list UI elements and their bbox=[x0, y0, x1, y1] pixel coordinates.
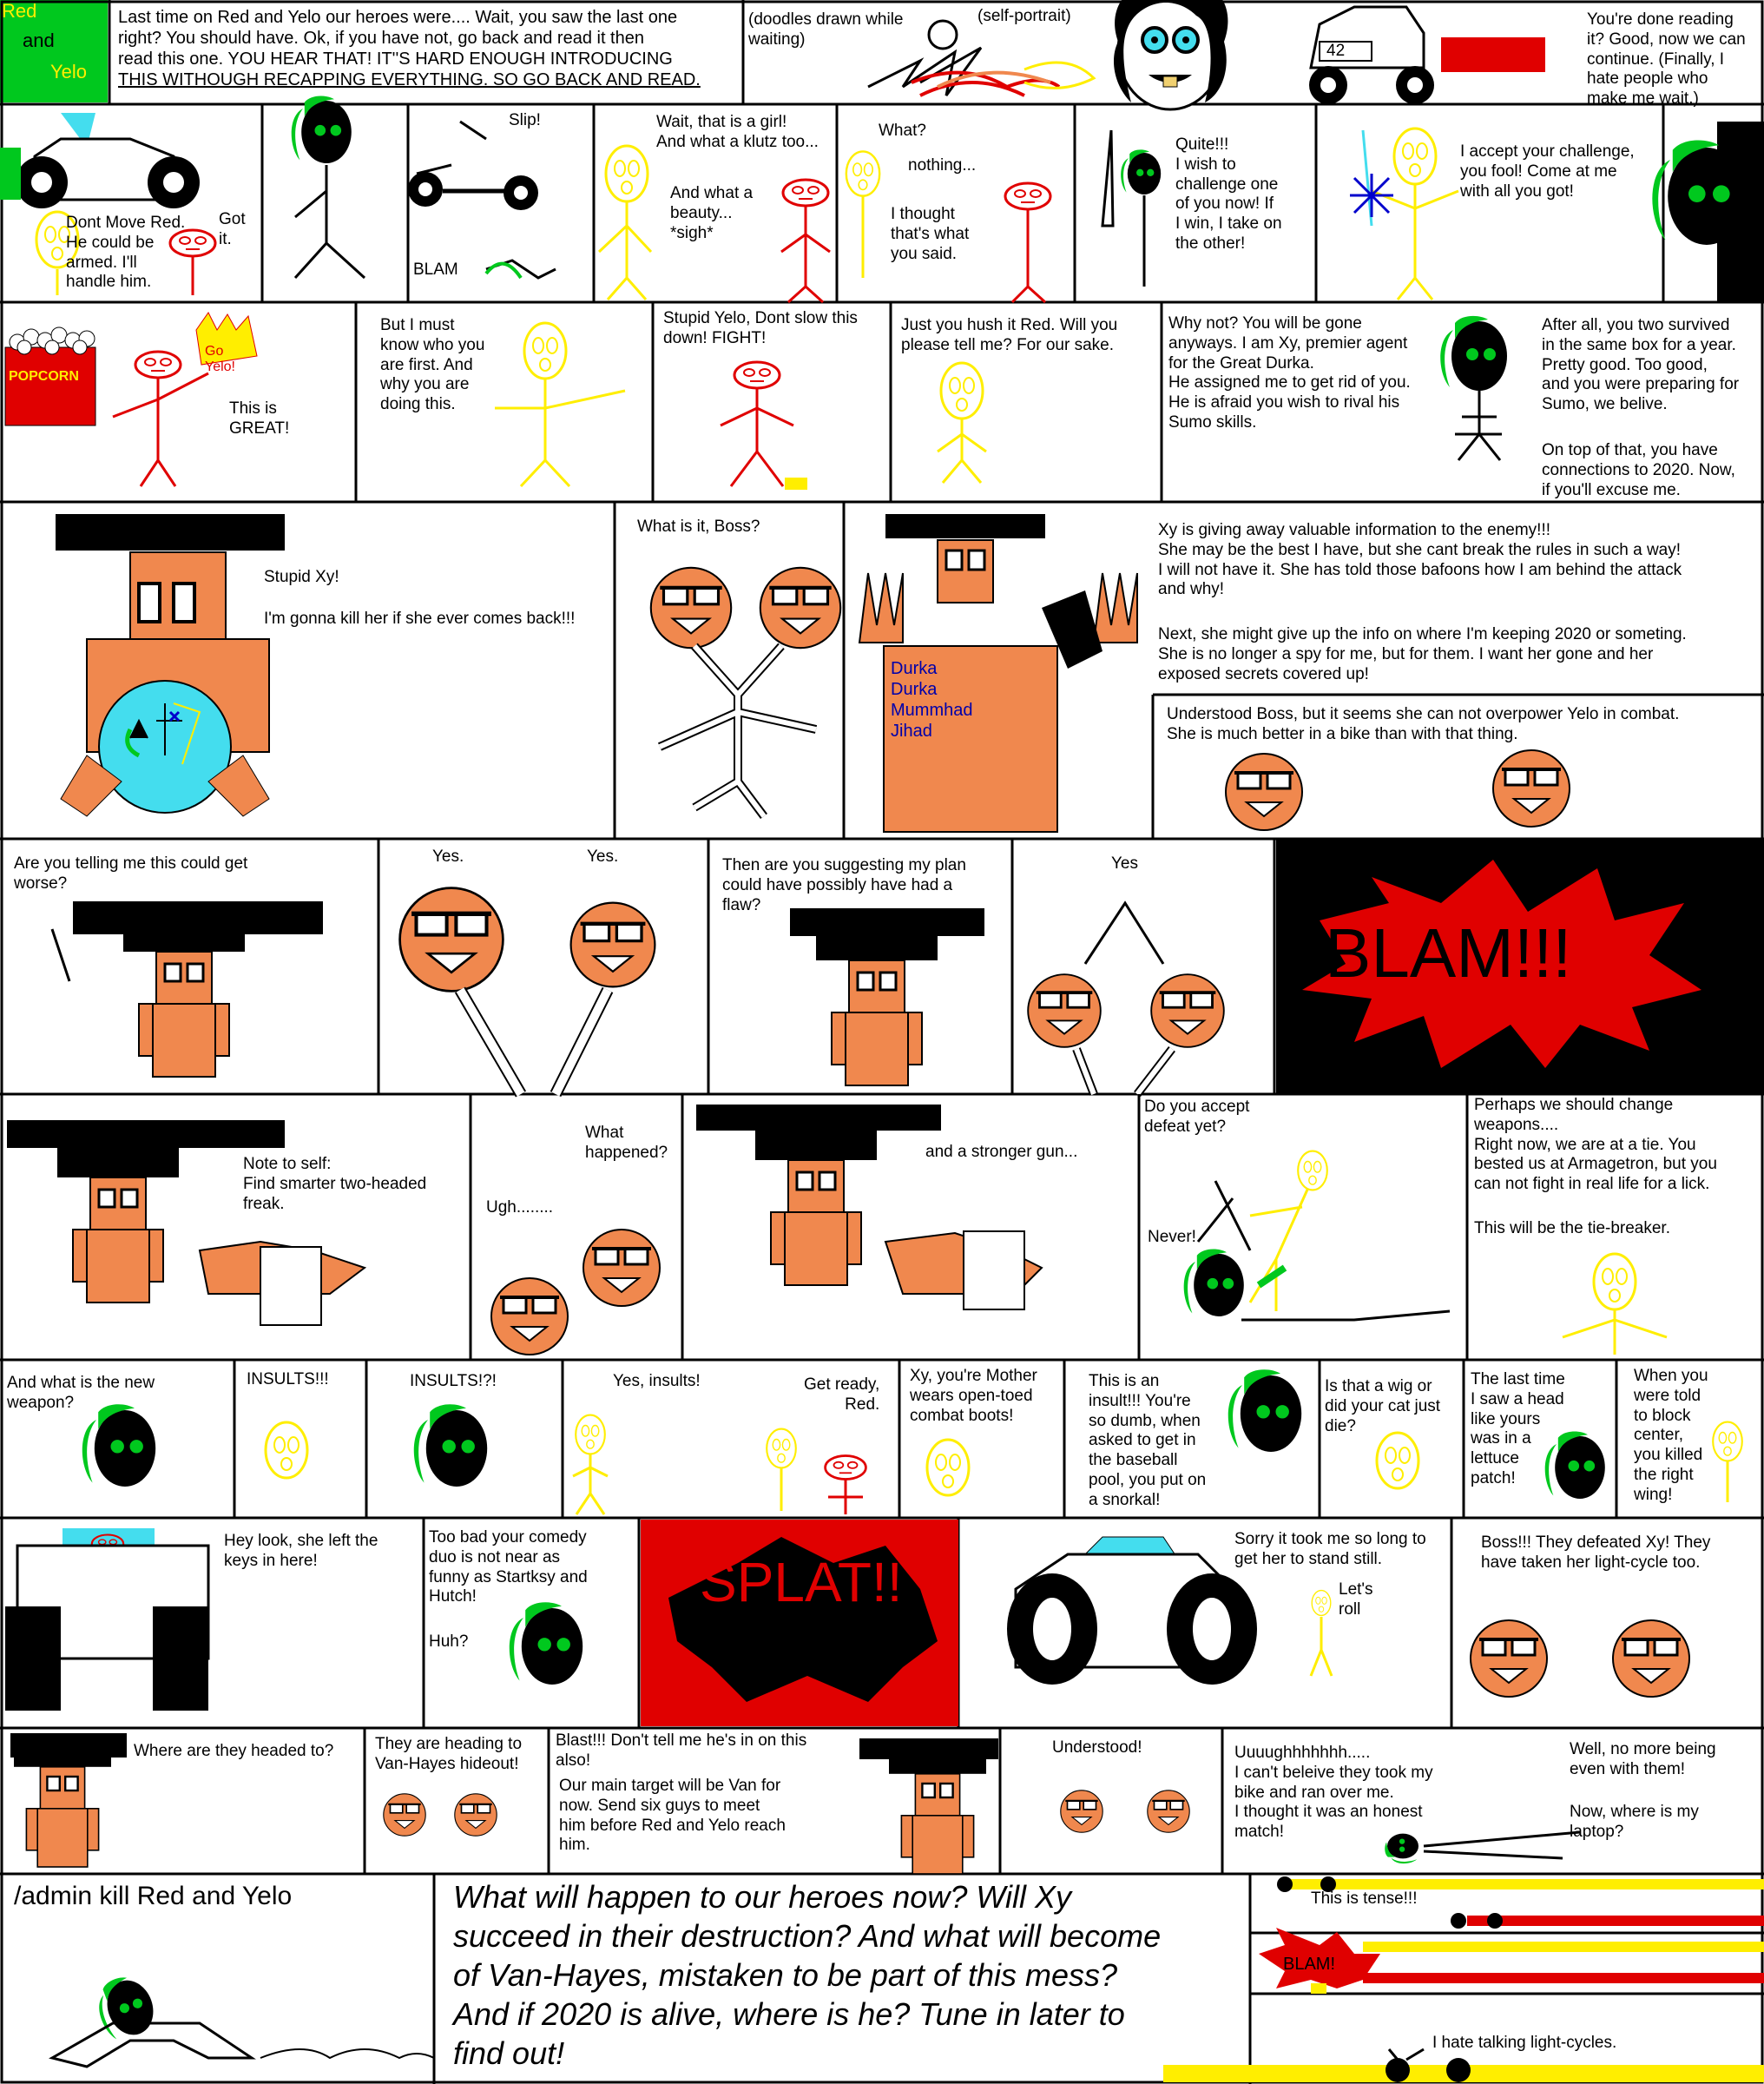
yes-bubble-3: Yes bbox=[1111, 854, 1138, 873]
popcorn-label: POPCORN bbox=[9, 369, 79, 384]
tense-bubble: This is tense!!! bbox=[1311, 1889, 1418, 1908]
uuuugh-bubble: Uuuughhhhhhh.....I can't beleive they to… bbox=[1234, 1744, 1433, 1842]
huh-bubble: Huh? bbox=[429, 1632, 469, 1651]
girl-bubble: Wait, that is a girl!And what a klutz to… bbox=[656, 113, 819, 151]
yes-bubble-1: Yes. bbox=[432, 847, 464, 866]
insults-bubble-1: INSULTS!!! bbox=[247, 1370, 329, 1388]
title-yelo: Yelo bbox=[50, 61, 88, 82]
kill-her-bubble: I'm gonna kill her if she ever comes bac… bbox=[264, 610, 576, 628]
what-is-it-boss-bubble: What is it, Boss? bbox=[637, 518, 760, 536]
slip-text: Slip! bbox=[509, 111, 541, 129]
blam-small-sound-effect: BLAM! bbox=[1283, 1955, 1336, 1974]
hate-light-cycles-bubble: I hate talking light-cycles. bbox=[1432, 2034, 1617, 2052]
headed-bubble: Where are they headed to? bbox=[134, 1742, 334, 1760]
blam-sound-effect: BLAM!!! bbox=[1325, 914, 1572, 992]
yes-bubble-2: Yes. bbox=[587, 847, 619, 866]
ugh-bubble: Ugh........ bbox=[486, 1198, 554, 1217]
get-ready-bubble: Get ready,Red. bbox=[804, 1375, 880, 1414]
tie-breaker-bubble: This will be the tie-breaker. bbox=[1474, 1219, 1670, 1237]
accept-bubble: I accept your challenge,you fool! Come a… bbox=[1460, 142, 1635, 201]
xy-giving-bubble: Xy is giving away valuable information t… bbox=[1158, 521, 1682, 599]
self-portrait-caption: (self-portrait) bbox=[977, 7, 1071, 25]
insults-bubble-2: INSULTS!?! bbox=[410, 1372, 497, 1390]
never-bubble: Never! bbox=[1148, 1228, 1196, 1246]
understood-bubble: Understood! bbox=[1052, 1738, 1142, 1757]
stupid-xy-bubble: Stupid Xy! bbox=[264, 568, 339, 586]
title-and: and bbox=[23, 30, 55, 51]
admin-command-text: /admin kill Red and Yelo bbox=[14, 1882, 293, 1910]
title-red: Red bbox=[2, 0, 37, 22]
recap-text: Last time on Red and Yelo our heroes wer… bbox=[118, 8, 701, 89]
blam-small-text: BLAM bbox=[413, 260, 458, 279]
what-bubble: What? bbox=[879, 122, 926, 140]
next-bubble: Next, she might give up the info on wher… bbox=[1158, 625, 1687, 683]
bike-number: 42 bbox=[1326, 42, 1346, 60]
understood-boss-bubble: Understood Boss, but it seems she can no… bbox=[1167, 705, 1680, 743]
nothing-bubble: nothing... bbox=[908, 156, 977, 175]
closing-narration: What will happen to our heroes now? Will… bbox=[453, 1879, 1162, 2071]
yes-insults-bubble: Yes, insults! bbox=[613, 1372, 701, 1390]
stronger-gun-bubble: and a stronger gun... bbox=[925, 1143, 1078, 1161]
splat-sound-effect: SPLAT!! bbox=[700, 1551, 903, 1613]
